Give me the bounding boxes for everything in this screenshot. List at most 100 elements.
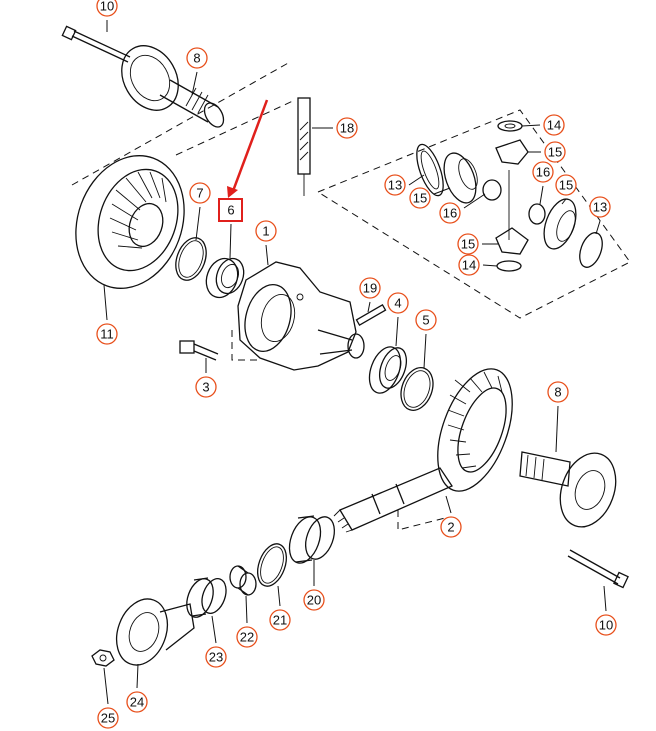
callout-leader-line (395, 316, 399, 347)
callout-ring (303, 589, 325, 611)
ring-gear-pinion-2 (333, 368, 513, 533)
callout-leader-line (521, 124, 541, 127)
callout-c16a: 16 (439, 193, 486, 224)
callout-ring (269, 609, 291, 631)
callout-ring (589, 196, 611, 218)
callout-number: 11 (100, 327, 114, 342)
callout-number: 15 (413, 191, 427, 206)
callout-ring (126, 691, 148, 713)
callout-c1: 1 (255, 220, 277, 266)
bolt-3 (179, 340, 219, 361)
callout-number: 4 (394, 296, 401, 311)
callout-c24: 24 (126, 663, 148, 713)
callout-leader-line (603, 585, 607, 612)
callout-ring (532, 161, 554, 183)
callout-leader-line (408, 174, 425, 186)
callout-number: 8 (193, 51, 200, 66)
callout-c15d: 15 (457, 233, 498, 255)
callout-number: 20 (307, 593, 321, 608)
callout-leader-line (103, 284, 108, 321)
callout-ring (236, 626, 258, 648)
callout-leader-line (265, 244, 269, 266)
callout-number: 24 (130, 695, 144, 710)
callout-c15c: 15 (555, 174, 577, 205)
housing-frame-line (231, 330, 258, 361)
callout-number: 5 (422, 313, 429, 328)
callout-number: 2 (447, 520, 454, 535)
callout-c6: 6 (227, 203, 235, 259)
callout-number: 22 (240, 630, 254, 645)
callout-leader-line (561, 198, 567, 205)
callout-ring (189, 182, 211, 204)
cover-11 (75, 155, 185, 289)
callout-leader-line (433, 187, 451, 195)
callout-leader-line (245, 595, 248, 624)
bearing-23 (186, 577, 227, 618)
o-ring-7 (175, 237, 207, 281)
axle-flange-group-frame (71, 61, 291, 186)
callout-ring (96, 0, 118, 17)
callout-leader-line (191, 71, 198, 96)
callout-leader-line (445, 495, 452, 514)
flange-shaft-right (519, 451, 617, 528)
callout-leader-line (595, 220, 601, 235)
callout-leader-line (555, 405, 559, 453)
housing-1 (237, 261, 365, 371)
highlight-arrow (227, 99, 269, 198)
callout-c8a: 8 (186, 47, 208, 96)
flange-shaft-top (121, 45, 225, 128)
callout-number: 15 (461, 237, 475, 252)
callout-number: 8 (554, 385, 561, 400)
bolt-top (61, 25, 131, 63)
nut-25 (91, 649, 115, 667)
callout-c14b: 14 (458, 254, 498, 276)
callout-ring (205, 646, 227, 668)
callout-leader-line (229, 223, 232, 259)
callout-ring (96, 323, 118, 345)
callout-ring (555, 174, 577, 196)
callout-c14a: 14 (521, 114, 565, 136)
callout-c13b: 13 (589, 196, 611, 235)
o-ring-5 (400, 367, 434, 411)
callout-leader-line (211, 615, 217, 644)
callout-ring (543, 114, 565, 136)
highlight-box (218, 198, 243, 222)
callout-ring (97, 707, 119, 729)
callout-c7: 7 (189, 182, 211, 241)
callout-number: 15 (548, 145, 562, 160)
callout-leader-line (463, 193, 486, 209)
callout-number: 14 (462, 258, 476, 273)
differential-gears (416, 120, 603, 272)
callout-ring (384, 174, 406, 196)
callout-ring (186, 47, 208, 69)
callout-number: 18 (340, 121, 354, 136)
pinion-frame-line (397, 510, 446, 531)
callout-leader-line (367, 301, 371, 313)
sleeve-22 (229, 565, 257, 596)
callout-c11: 11 (96, 284, 118, 345)
callout-ring (457, 233, 479, 255)
callout-c20: 20 (303, 560, 325, 611)
pin-18 (297, 97, 311, 196)
callout-ring (359, 277, 381, 299)
axle-flange-group-frame-2 (175, 99, 296, 156)
callout-number: 7 (196, 186, 203, 201)
callout-c13a: 13 (384, 174, 425, 196)
callout-number: 23 (209, 650, 223, 665)
callout-c10a: 10 (96, 0, 118, 32)
callout-c21: 21 (269, 585, 291, 631)
callout-number: 13 (388, 178, 402, 193)
callout-c8b: 8 (547, 381, 569, 453)
callout-number: 25 (101, 711, 115, 726)
callout-number: 16 (536, 165, 550, 180)
callout-ring (595, 614, 617, 636)
callout-number: 6 (227, 203, 234, 218)
callout-c10b: 10 (595, 585, 617, 636)
callout-leader-line (277, 585, 281, 607)
flange-24 (115, 598, 195, 666)
callout-c3: 3 (195, 358, 217, 398)
callout-ring (415, 309, 437, 331)
callout-ring (547, 381, 569, 403)
bolt-bottom (567, 549, 629, 589)
